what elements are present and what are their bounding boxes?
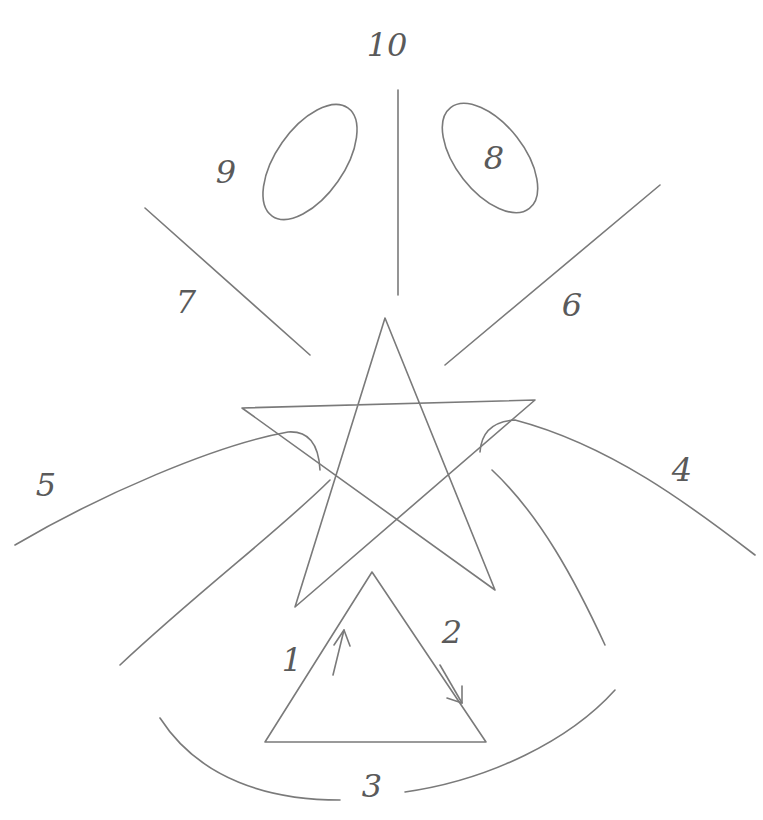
up-arrowhead [334,630,350,646]
right-oval [424,87,556,230]
callout-number: 1 [282,644,302,676]
lower-left-arc [160,718,340,800]
right-lower-line [492,470,605,645]
pentagram [242,318,535,607]
down-arrow [440,665,462,703]
right-hooked-curve [480,420,755,555]
up-arrow [333,630,344,675]
callout-number: 10 [367,29,408,61]
triangle [265,572,486,742]
callout-number: 2 [442,616,462,648]
down-arrowhead [447,686,462,703]
left-lower-line [120,480,330,665]
callout-number: 8 [484,142,504,174]
callout-number: 6 [562,289,582,321]
callout-number: 5 [36,469,56,501]
lower-right-arc [405,690,615,792]
callout-number: 9 [216,156,236,188]
callout-number: 3 [362,770,382,802]
left-oval [244,88,375,235]
left-hooked-curve [15,432,320,545]
left-diagonal-line [145,208,310,355]
vertical-line [397,90,399,295]
right-diagonal-line [445,185,660,365]
callout-number: 4 [672,454,692,486]
callout-number: 7 [176,286,196,318]
